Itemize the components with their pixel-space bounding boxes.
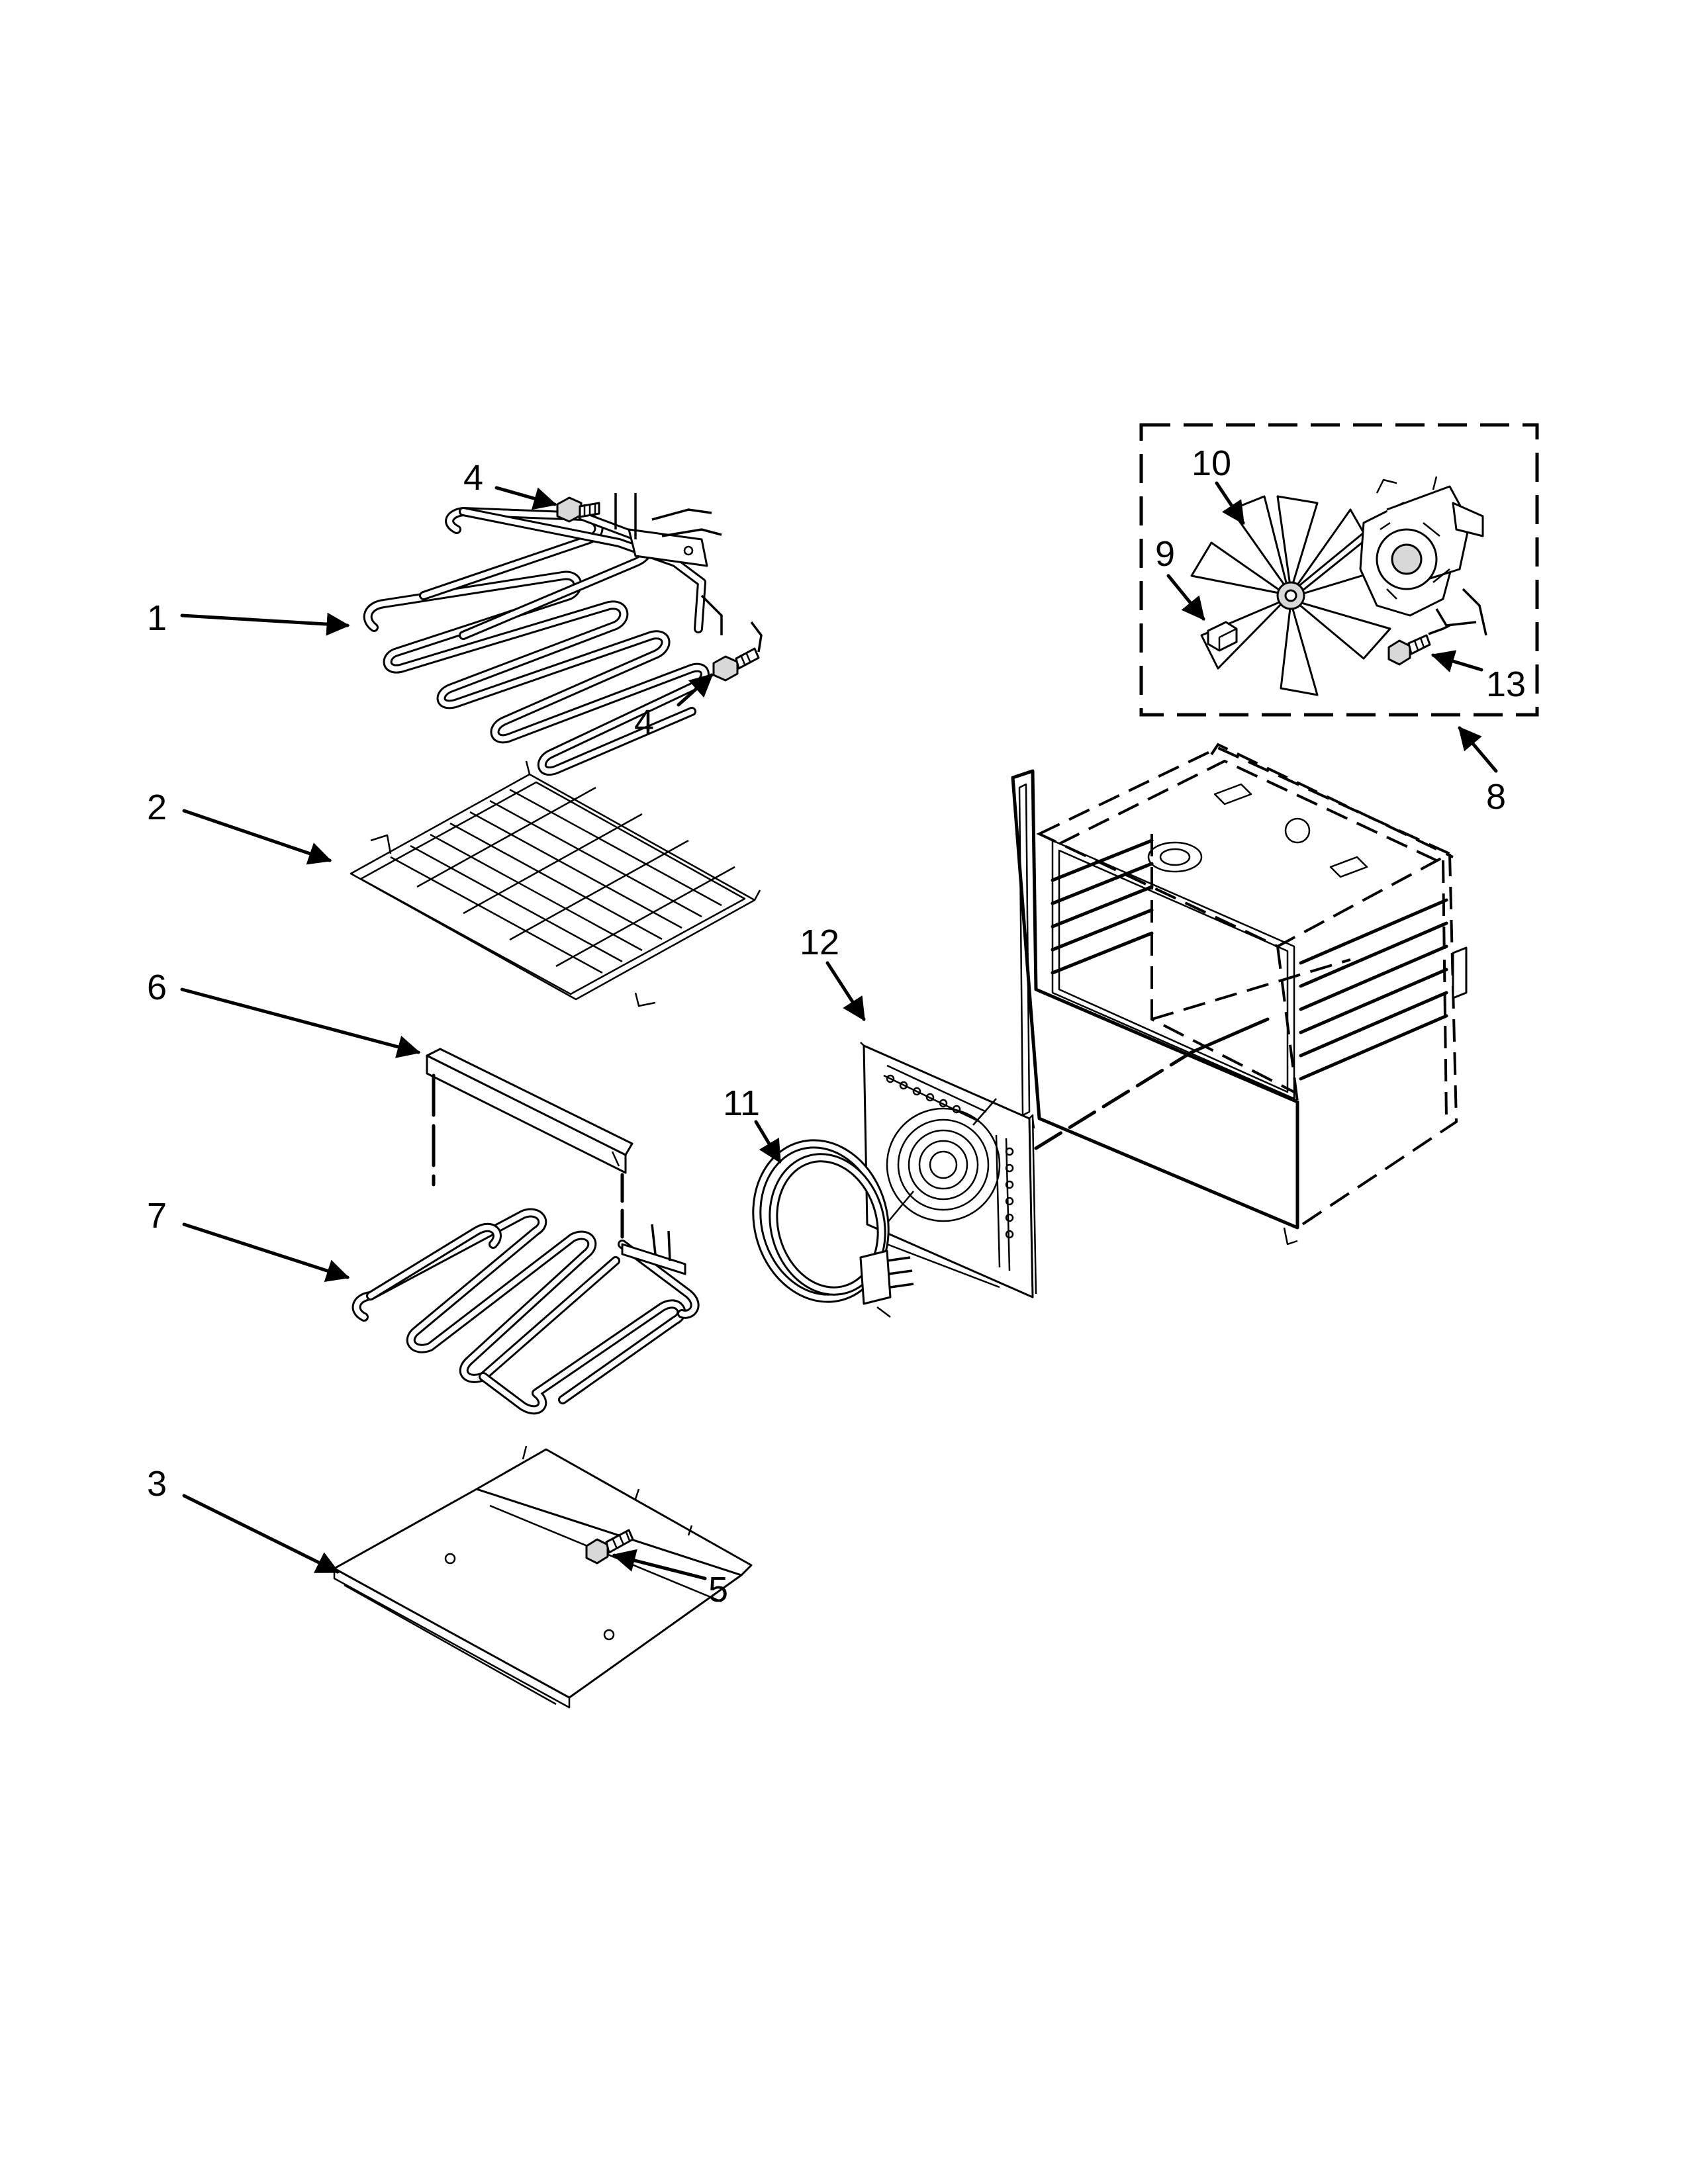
leader-2	[182, 809, 332, 865]
screw-4a	[556, 496, 600, 523]
fan-motor-part	[1359, 476, 1487, 636]
callout-5: 5	[708, 1570, 728, 1610]
leader-4a	[494, 486, 557, 510]
callout-9: 9	[1155, 534, 1175, 574]
callout-6: 6	[147, 968, 167, 1007]
convection-element-part	[752, 1139, 914, 1318]
motor-screw-part	[1387, 624, 1450, 666]
callout-3: 3	[147, 1464, 167, 1504]
leader-11	[754, 1120, 782, 1164]
screw-5	[585, 1529, 634, 1565]
callout-4a: 4	[463, 458, 483, 498]
fan-nut-part	[1207, 621, 1238, 652]
leader-10	[1215, 481, 1245, 525]
callout-4b: 4	[634, 703, 654, 743]
leader-9	[1166, 574, 1205, 621]
fan-cover-panel-part	[860, 1042, 1037, 1298]
callout-1: 1	[147, 598, 167, 638]
callout-labels: 1 2 3 4 4 5 6 7 8 9 10 11 12 13	[147, 443, 1526, 1610]
broil-element-part	[363, 493, 763, 776]
leader-1	[180, 612, 350, 636]
fan-blade-part	[1190, 495, 1391, 696]
callout-10: 10	[1192, 443, 1231, 483]
leader-lines	[180, 481, 1498, 1580]
callout-12: 12	[800, 923, 839, 962]
leader-4b	[677, 673, 714, 707]
convection-fan-kit-box	[1139, 423, 1539, 717]
callout-13: 13	[1486, 664, 1526, 704]
leader-5	[612, 1549, 707, 1580]
element-cover-part	[426, 1048, 633, 1174]
callout-2: 2	[147, 788, 167, 827]
oven-rack-part	[350, 760, 761, 1007]
oven-cavity-part	[1011, 743, 1468, 1246]
callout-11: 11	[723, 1083, 760, 1123]
screw-4b	[712, 647, 760, 682]
leader-12	[825, 961, 866, 1021]
callout-7: 7	[147, 1196, 167, 1236]
bake-element-part	[352, 1208, 700, 1415]
leader-8	[1458, 726, 1498, 773]
bottom-panel-part	[333, 1445, 753, 1709]
leader-6	[180, 987, 421, 1058]
callout-8: 8	[1486, 777, 1506, 817]
leader-7	[182, 1222, 350, 1282]
leader-13	[1430, 650, 1483, 672]
leader-3	[182, 1494, 340, 1574]
